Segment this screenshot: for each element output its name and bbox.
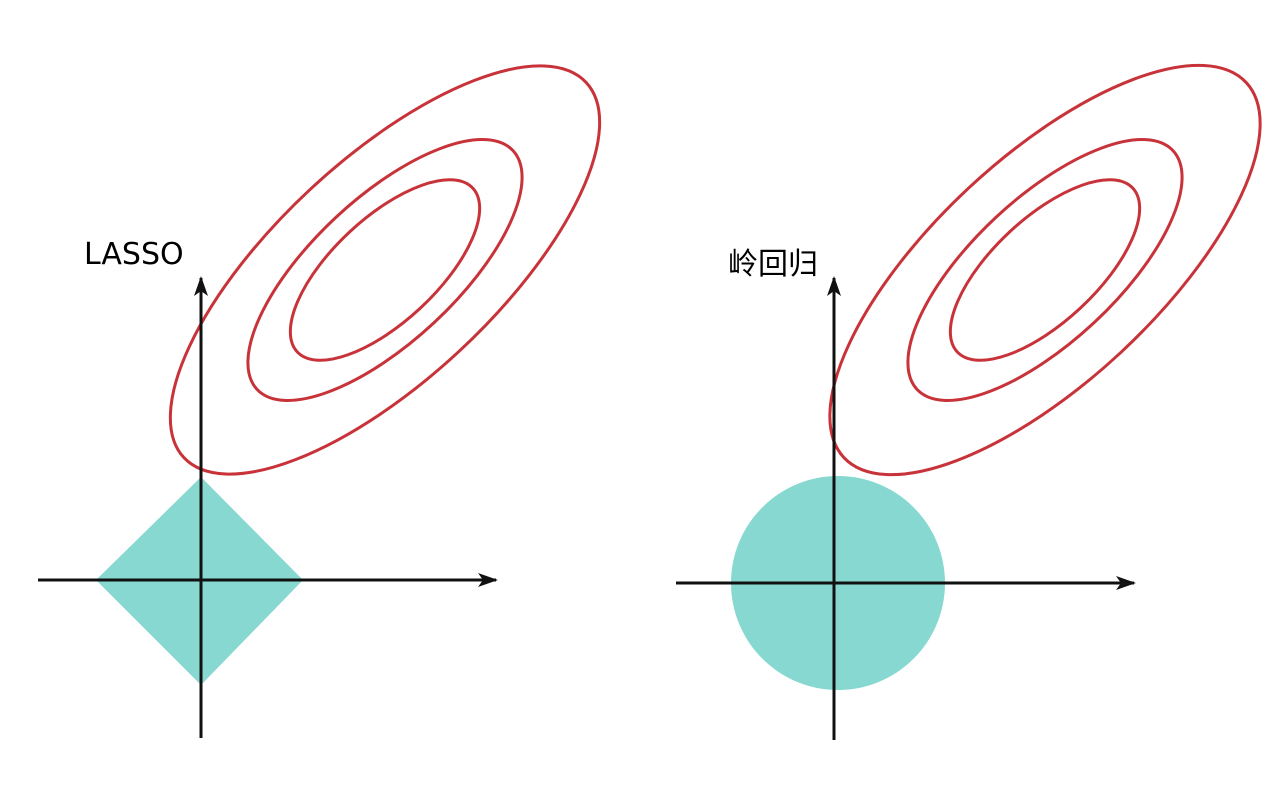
ridge-contour-middle	[906, 138, 1184, 402]
lasso-label: LASSO	[84, 237, 184, 272]
lasso-contour-outer	[168, 64, 602, 476]
lasso-panel: LASSO	[38, 64, 602, 738]
ridge-label: 岭回归	[728, 247, 818, 282]
lasso-contour-inner	[288, 178, 482, 362]
ridge-error-contours	[828, 63, 1262, 477]
ridge-contour-outer	[828, 63, 1262, 477]
ridge-panel: 岭回归	[676, 63, 1262, 740]
ridge-contour-inner	[948, 178, 1142, 362]
lasso-contour-middle	[246, 138, 524, 402]
lasso-error-contours	[168, 64, 602, 476]
